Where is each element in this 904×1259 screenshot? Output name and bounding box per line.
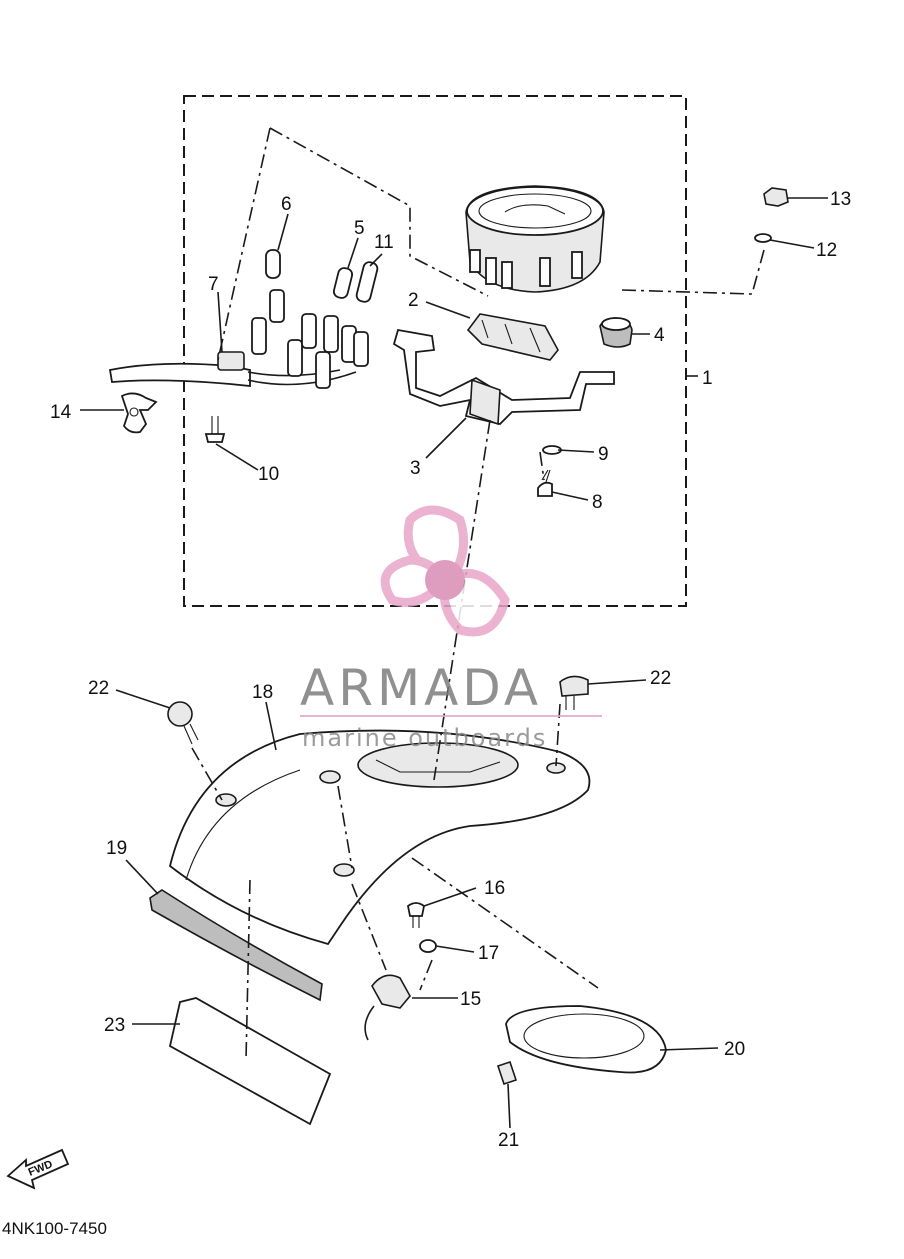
callout-15: 15	[460, 989, 481, 1010]
callout-5: 5	[354, 218, 365, 239]
part-16-screw	[407, 902, 425, 928]
watermark-subtitle: marine outboards	[302, 724, 547, 752]
part-5-bulb	[332, 267, 354, 299]
callout-7: 7	[208, 274, 219, 295]
callout-11: 11	[374, 232, 394, 253]
part-6-bulb	[265, 249, 281, 279]
callout-22a: 22	[88, 678, 109, 699]
part-23-plate	[168, 997, 332, 1126]
assembly-box	[183, 95, 687, 607]
leader-lines	[80, 197, 828, 1129]
part-8-screw	[537, 469, 553, 497]
callout-18: 18	[252, 682, 273, 703]
callout-6: 6	[281, 194, 292, 215]
callout-20: 20	[724, 1039, 745, 1060]
callout-14: 14	[50, 402, 72, 423]
callout-23: 23	[104, 1015, 125, 1036]
part-17-washer	[419, 939, 437, 953]
callout-8: 8	[592, 492, 603, 513]
callout-1: 1	[702, 368, 713, 389]
part-15-switch	[364, 974, 411, 1041]
callout-16: 16	[484, 878, 505, 899]
callout-9: 9	[598, 444, 609, 465]
part-22-bolt-right	[559, 675, 589, 710]
callout-3: 3	[410, 458, 421, 479]
callout-21: 21	[498, 1130, 519, 1151]
part-18-cover	[168, 729, 591, 946]
meter-unit	[465, 185, 605, 293]
callout-10: 10	[258, 464, 279, 485]
callout-labels: 1 2 3 4 5 6 7 8 9 10 11 12 13 14 15 16 1…	[50, 189, 851, 1151]
part-2-damper	[466, 313, 559, 361]
diagram-code: 4NK100-7450	[2, 1219, 107, 1238]
propeller-logo-icon	[380, 505, 510, 637]
part-3-bracket	[392, 328, 615, 426]
callout-19: 19	[106, 838, 127, 859]
watermark-title: ARMADA	[300, 659, 542, 717]
part-13-nut	[763, 187, 789, 207]
part-11-bulb	[355, 261, 379, 303]
callout-17: 17	[478, 943, 499, 964]
part-12-washer	[754, 233, 772, 243]
part-22-bolt-left	[167, 701, 199, 745]
callout-12: 12	[816, 240, 837, 261]
part-20-ring	[505, 1005, 667, 1074]
part-4-grommet	[599, 317, 633, 348]
watermark: ARMADA marine outboards	[300, 505, 602, 752]
fwd-arrow: FWD	[6, 1148, 70, 1190]
callout-13: 13	[830, 189, 851, 210]
callout-4: 4	[654, 325, 665, 346]
part-10-screw	[204, 416, 226, 443]
callout-22b: 22	[650, 668, 671, 689]
part-21-clip	[496, 1060, 518, 1086]
callout-2: 2	[408, 290, 419, 311]
part-7-harness	[108, 289, 369, 389]
part-19-strip	[149, 889, 323, 1002]
part-14-clamp	[120, 392, 158, 434]
